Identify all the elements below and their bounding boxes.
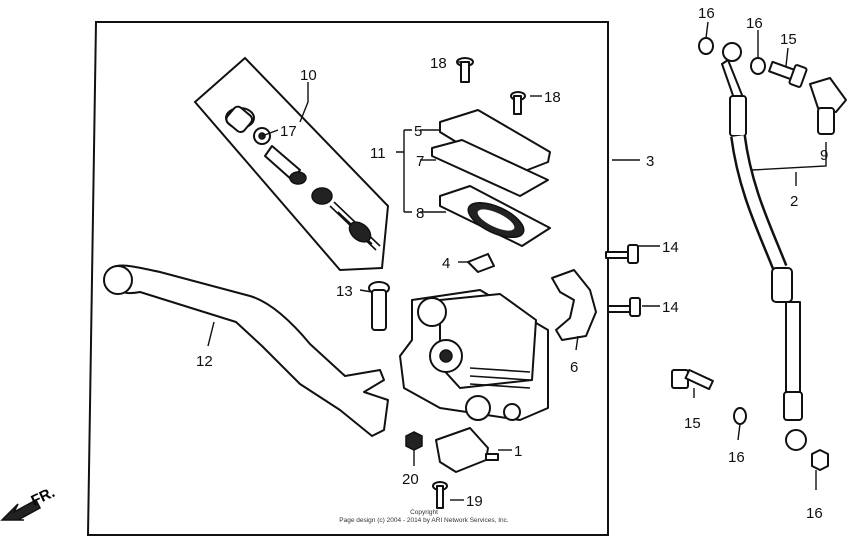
callout-18-left: 18 [430, 55, 447, 72]
diaphragm [439, 185, 551, 247]
hose-joint [809, 77, 847, 135]
callout-19: 19 [466, 493, 483, 510]
callout-11: 11 [370, 145, 386, 162]
lever-ball-end [103, 265, 133, 295]
callout-14-upper: 14 [662, 239, 679, 256]
washer-d [811, 449, 829, 471]
pivot-bolt [368, 281, 390, 331]
callout-1: 1 [514, 443, 522, 460]
callout-10: 10 [300, 67, 317, 84]
washer-b [750, 57, 766, 75]
clamp-holder [551, 269, 597, 341]
callout-2: 2 [790, 193, 798, 210]
holder-bolt-lower [607, 297, 641, 317]
leader-lines [207, 21, 827, 501]
callout-13: 13 [336, 283, 353, 300]
copyright-line-1: Copyright [410, 509, 438, 516]
diaphragm-plate [431, 139, 549, 197]
callout-17: 17 [280, 123, 297, 140]
callout-20: 20 [402, 471, 419, 488]
front-direction-arrow [0, 498, 41, 521]
callout-18-right: 18 [544, 89, 561, 106]
copyright-line-2: Page design (c) 2004 - 2014 by ARI Netwo… [339, 517, 509, 524]
reservoir-cover [439, 109, 551, 177]
union-bolt-upper [768, 60, 808, 88]
brake-hose [721, 42, 807, 451]
piston-kit [225, 105, 381, 251]
callout-5: 5 [414, 123, 422, 140]
callout-16-c: 16 [728, 449, 745, 466]
callout-7: 7 [416, 153, 424, 170]
union-bolt-lower [671, 368, 714, 391]
cover-screw-right [510, 91, 526, 115]
callout-9: 9 [820, 147, 828, 164]
brake-lever [109, 264, 389, 437]
callout-6: 6 [570, 359, 578, 376]
brake-light-switch [435, 427, 499, 473]
master-cylinder-body [399, 289, 549, 421]
callout-16-b: 16 [746, 15, 763, 32]
washer-c [733, 407, 747, 425]
washer-a [698, 37, 714, 55]
callout-4: 4 [442, 255, 450, 272]
callout-14-lower: 14 [662, 299, 679, 316]
bracket [467, 253, 495, 273]
front-direction-label: FR. [29, 484, 58, 510]
holder-bolt-upper [605, 244, 639, 264]
switch-screw [432, 481, 448, 509]
callout-15-lower: 15 [684, 415, 701, 432]
callout-16-a: 16 [698, 5, 715, 22]
callout-12: 12 [196, 353, 213, 370]
assembly-frame [86, 21, 609, 536]
callout-3: 3 [646, 153, 654, 170]
callout-15-upper: 15 [780, 31, 797, 48]
callout-16-d: 16 [806, 505, 823, 522]
piston-kit-frame [193, 56, 390, 272]
callout-8: 8 [416, 205, 424, 222]
switch-nut [405, 431, 423, 451]
